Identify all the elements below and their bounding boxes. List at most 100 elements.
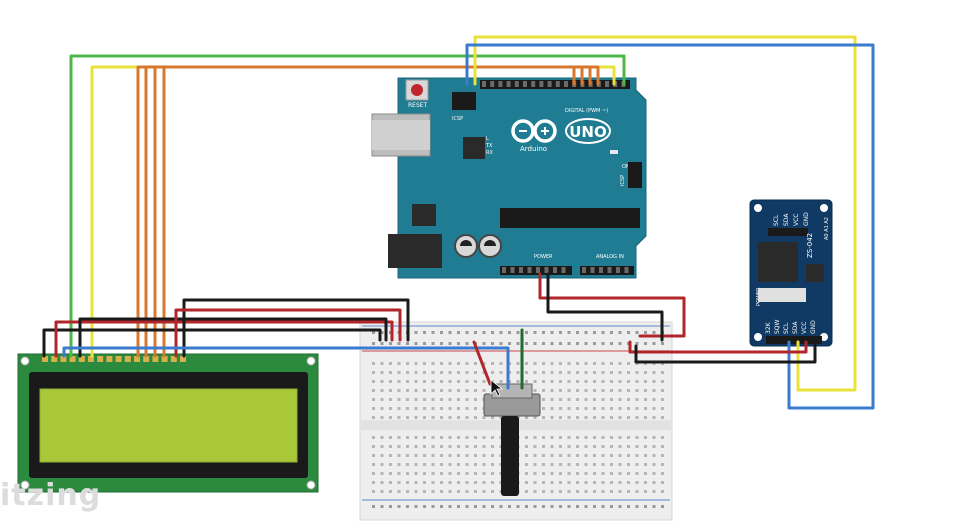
breadboard-hole — [576, 380, 579, 383]
rail-hole — [389, 342, 392, 345]
rail-hole — [567, 505, 571, 508]
breadboard-hole — [397, 490, 401, 493]
rail-hole — [448, 331, 452, 334]
breadboard-hole — [448, 416, 452, 419]
breadboard-hole — [576, 398, 579, 401]
breadboard-hole — [533, 416, 537, 419]
breadboard-hole — [550, 380, 554, 383]
rail-hole — [550, 505, 554, 508]
rail-hole — [423, 331, 426, 334]
breadboard-hole — [389, 445, 392, 448]
breadboard-hole — [482, 472, 486, 475]
breadboard-hole — [414, 481, 418, 484]
rail-hole — [525, 505, 528, 508]
breadboard-hole — [661, 445, 664, 448]
breadboard-hole — [380, 371, 384, 374]
breadboard-hole — [635, 371, 639, 374]
rail-hole — [406, 342, 409, 345]
rail-hole — [414, 342, 418, 345]
icsp2-label: ICSP — [620, 175, 626, 186]
breadboard-hole — [567, 362, 571, 365]
breadboard-hole — [576, 407, 579, 410]
breadboard-hole — [661, 472, 664, 475]
brand-label: Arduino — [520, 145, 547, 153]
tx-led-label: TX — [485, 143, 493, 149]
breadboard-hole — [465, 380, 469, 383]
breadboard-hole — [644, 371, 647, 374]
model-label: UNO — [569, 123, 607, 141]
rail-hole — [516, 342, 520, 345]
digital-pin-socket — [506, 81, 511, 87]
fritzing-watermark: itzing — [0, 478, 102, 513]
breadboard-hole — [618, 362, 622, 365]
breadboard-hole — [610, 436, 613, 439]
breadboard-hole — [406, 481, 409, 484]
breadboard-hole — [584, 454, 588, 457]
breadboard-hole — [610, 490, 613, 493]
power-jack — [388, 234, 442, 268]
digital-pin-socket — [514, 81, 519, 87]
breadboard-hole — [440, 407, 443, 410]
breadboard-hole — [576, 416, 579, 419]
breadboard-hole — [627, 389, 630, 392]
breadboard-hole — [380, 380, 384, 383]
rtc-top-pin-vcc: VCC — [793, 214, 800, 226]
breadboard-hole — [525, 445, 528, 448]
breadboard-hole — [618, 463, 622, 466]
breadboard-hole — [550, 481, 554, 484]
breadboard-hole — [542, 362, 545, 365]
breadboard-hole — [584, 398, 588, 401]
breadboard-hole — [474, 454, 477, 457]
analog-pin-socket — [607, 267, 612, 273]
breadboard-hole — [559, 463, 562, 466]
breadboard-hole — [431, 380, 435, 383]
breadboard-hole — [627, 445, 630, 448]
breadboard-hole — [380, 472, 384, 475]
eeprom-chip — [806, 264, 824, 282]
lcd-display — [17, 353, 319, 493]
breadboard-hole — [448, 362, 452, 365]
rail-hole — [652, 505, 656, 508]
rtc-chip-label: ZS-042 — [806, 233, 814, 258]
breadboard-hole — [465, 371, 469, 374]
microcontroller-chip — [500, 208, 640, 228]
rail-hole — [550, 342, 554, 345]
breadboard-hole — [474, 380, 477, 383]
breadboard-hole — [482, 454, 486, 457]
rtc-bottom-header — [766, 336, 822, 344]
breadboard-hole — [627, 454, 630, 457]
breadboard-holes — [372, 331, 664, 508]
breadboard-hole — [618, 454, 622, 457]
breadboard-hole — [525, 362, 528, 365]
breadboard-hole — [618, 445, 622, 448]
rtc-addr-label: A0 A1 A2 — [824, 217, 830, 240]
breadboard-hole — [465, 407, 469, 410]
breadboard-hole — [474, 362, 477, 365]
breadboard-hole — [457, 380, 460, 383]
rail-hole — [372, 505, 375, 508]
breadboard-hole — [567, 490, 571, 493]
breadboard-hole — [542, 490, 545, 493]
breadboard-hole — [567, 389, 571, 392]
breadboard-hole — [550, 407, 554, 410]
breadboard-hole — [397, 398, 401, 401]
wire-red-rtc-vcc — [628, 340, 808, 354]
breadboard-hole — [610, 445, 613, 448]
breadboard-hole — [465, 472, 469, 475]
breadboard-hole — [440, 389, 443, 392]
breadboard-hole — [491, 362, 494, 365]
breadboard-hole — [499, 416, 503, 419]
breadboard-hole — [397, 416, 401, 419]
breadboard-hole — [414, 445, 418, 448]
breadboard-hole — [406, 371, 409, 374]
rail-hole — [499, 331, 503, 334]
breadboard-hole — [661, 454, 664, 457]
rail-hole — [431, 331, 435, 334]
breadboard-hole — [397, 481, 401, 484]
breadboard-hole — [448, 407, 452, 410]
breadboard-hole — [372, 481, 375, 484]
breadboard-hole — [406, 472, 409, 475]
rail-hole — [601, 505, 605, 508]
breadboard-hole — [397, 380, 401, 383]
breadboard-hole — [644, 389, 647, 392]
